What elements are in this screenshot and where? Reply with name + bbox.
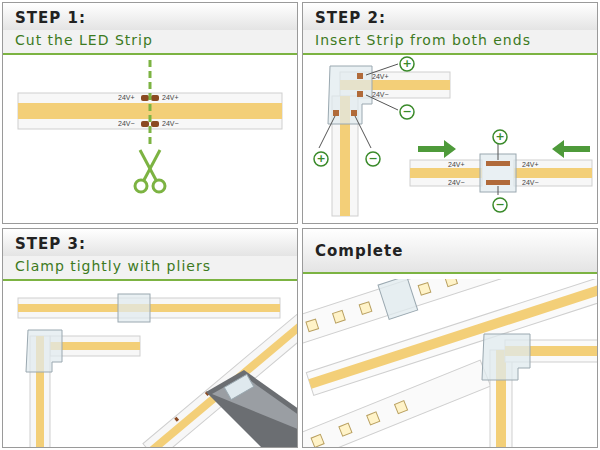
polarity-circle: + xyxy=(492,129,508,145)
step-instruction: Cut the LED Strip xyxy=(3,30,297,55)
polarity-circle: − xyxy=(399,104,415,120)
step-panel: STEP 1:Cut the LED Strip xyxy=(2,2,298,224)
polarity-circle: + xyxy=(313,151,329,167)
step-panel: Complete xyxy=(302,228,598,448)
step-panel: STEP 2:Insert Strip from both ends+−+−+− xyxy=(302,2,598,224)
step-panel: STEP 3:Clamp tightly with pliers xyxy=(2,228,298,448)
l-connector xyxy=(319,64,450,216)
polarity-circle: − xyxy=(365,151,381,167)
polarity-marking: 24V− xyxy=(118,120,135,128)
cut-strip xyxy=(18,60,282,145)
polarity-marking: 24V− xyxy=(522,179,539,187)
polarity-sign: − xyxy=(399,104,415,118)
step-instruction: Insert Strip from both ends xyxy=(303,30,597,55)
polarity-sign: + xyxy=(492,129,508,143)
polarity-marking: 24V− xyxy=(162,120,179,128)
straight-connector xyxy=(410,140,592,195)
polarity-sign: − xyxy=(492,197,508,211)
polarity-marking: 24V+ xyxy=(118,94,135,102)
polarity-marking: 24V− xyxy=(372,91,389,99)
step-heading: STEP 1: xyxy=(3,3,297,30)
step-heading: STEP 2: xyxy=(303,3,597,30)
polarity-marking: 24V+ xyxy=(522,161,539,169)
polarity-circle: − xyxy=(492,197,508,213)
scissors xyxy=(135,150,165,192)
polarity-marking: 24V− xyxy=(448,179,465,187)
polarity-marking: 24V+ xyxy=(162,94,179,102)
step-heading: Complete xyxy=(303,229,597,274)
polarity-sign: − xyxy=(365,151,381,165)
polarity-marking: 24V+ xyxy=(372,73,389,81)
step-instruction: Clamp tightly with pliers xyxy=(3,256,297,281)
step-heading: STEP 3: xyxy=(3,229,297,256)
polarity-marking: 24V+ xyxy=(448,161,465,169)
finished-strips xyxy=(303,279,597,447)
polarity-circle: + xyxy=(399,56,415,72)
polarity-sign: + xyxy=(313,151,329,165)
clamp-illustration xyxy=(18,294,297,447)
polarity-sign: + xyxy=(399,56,415,70)
